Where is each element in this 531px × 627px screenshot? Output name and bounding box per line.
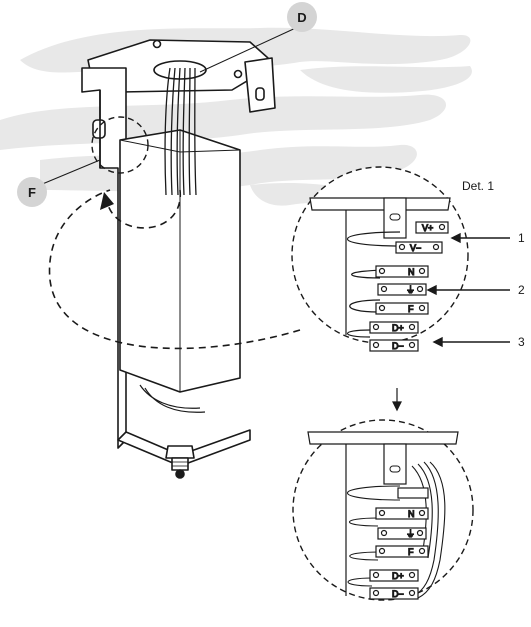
callout-f: F — [17, 116, 149, 207]
callout-f-label: F — [28, 185, 36, 200]
svg-text:N: N — [408, 267, 415, 277]
detail-number-2: 2 — [518, 283, 525, 297]
right-bracket — [244, 57, 276, 113]
svg-text:D+: D+ — [392, 571, 404, 581]
plate-screw-hole — [233, 69, 243, 79]
svg-text:⏚: ⏚ — [406, 285, 415, 295]
terminal-f — [375, 302, 429, 315]
light-fixture-assembly — [81, 39, 276, 479]
svg-text:V+: V+ — [422, 223, 433, 233]
wire-bundle — [164, 67, 197, 196]
svg-text:V−: V− — [410, 243, 421, 253]
detail-leaders — [426, 232, 510, 348]
plate-screw-hole — [152, 39, 162, 49]
detail-2: N ⏚ F D+ D− — [292, 419, 474, 601]
svg-text:N: N — [408, 509, 415, 519]
terminal-v-minus — [395, 241, 443, 254]
svg-text:F: F — [408, 304, 414, 314]
terminal-block-group-2: N ⏚ F D+ D− — [369, 487, 429, 600]
down-arrow — [392, 388, 402, 412]
terminal-v-plus — [415, 221, 449, 234]
gland-connector — [165, 445, 195, 479]
terminal-n — [375, 265, 429, 278]
svg-text:D−: D− — [392, 341, 404, 351]
detail-1: Det. 1 V+ V− N ⏚ — [291, 166, 525, 352]
callout-d-label: D — [297, 10, 306, 25]
arrow-head — [100, 192, 114, 210]
terminal-earth — [377, 283, 427, 296]
detail-number-3: 3 — [518, 335, 525, 349]
wire-route-arrow — [48, 189, 301, 350]
svg-text:D−: D− — [392, 589, 404, 599]
detail-number-1: 1 — [518, 231, 525, 245]
svg-text:F: F — [408, 547, 414, 557]
svg-text:D+: D+ — [392, 323, 404, 333]
callout-d: D — [199, 2, 317, 73]
svg-text:⏚: ⏚ — [406, 529, 415, 539]
terminal-d-plus — [369, 321, 419, 334]
terminal-d-minus — [369, 339, 419, 352]
detail-title: Det. 1 — [462, 179, 494, 193]
terminal-block-group: V+ V− N ⏚ F D+ D− — [369, 221, 449, 352]
